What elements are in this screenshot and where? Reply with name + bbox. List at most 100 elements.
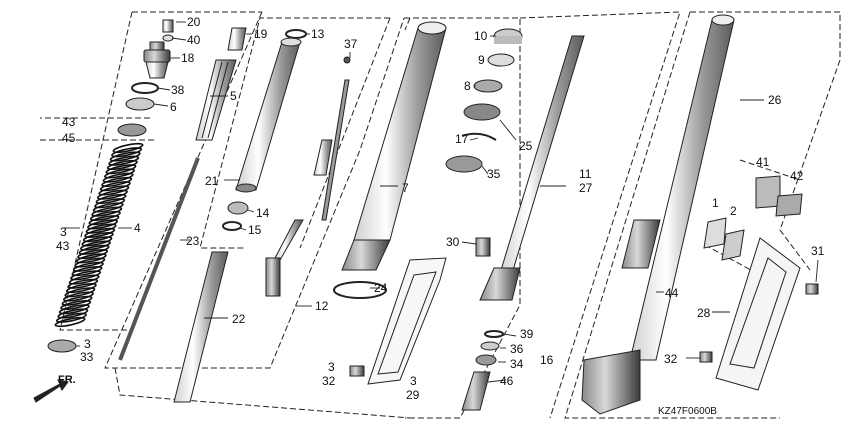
spring-coil xyxy=(79,240,111,251)
callout-31: 31 xyxy=(811,244,825,258)
spring-coil xyxy=(63,291,94,302)
front-marker: FR. xyxy=(58,374,76,386)
callout-30: 30 xyxy=(446,235,460,249)
callout-13: 13 xyxy=(311,27,325,41)
spring-coil xyxy=(61,295,93,306)
oil-seal-25 xyxy=(463,103,501,121)
spring-coil xyxy=(88,215,120,226)
callout-12: 12 xyxy=(315,299,329,313)
group-boundaries xyxy=(40,11,841,419)
diagram-code: KZ47F0600B xyxy=(658,406,717,417)
washer-9 xyxy=(487,53,515,67)
spring-coil xyxy=(84,227,116,238)
dust-seal-35 xyxy=(445,155,483,173)
callout-11: 11 xyxy=(579,167,592,181)
spring-coil xyxy=(67,278,99,289)
spring-coil xyxy=(102,172,134,183)
leader-lines xyxy=(64,21,819,383)
spring-coil xyxy=(101,176,133,188)
spring-coil xyxy=(60,299,92,311)
callout-20: 20 xyxy=(187,15,201,29)
spring-coil xyxy=(64,287,96,298)
bolt-32a xyxy=(349,365,365,377)
callout-10: 10 xyxy=(474,29,488,43)
spring-coil xyxy=(104,168,135,179)
spring-coil xyxy=(74,257,106,268)
washer-36 xyxy=(480,341,500,351)
callout-32b: 32 xyxy=(664,352,678,366)
spring-coil xyxy=(112,142,144,154)
spring-coil xyxy=(108,155,140,166)
callout-24: 24 xyxy=(374,281,388,295)
bolt-30 xyxy=(475,237,491,257)
spring-coil xyxy=(85,223,117,234)
callout-44: 44 xyxy=(665,286,679,300)
callout-32a: 32 xyxy=(322,374,336,388)
adjuster-46 xyxy=(461,371,491,411)
callout-34: 34 xyxy=(510,357,524,371)
front-arrow-icon xyxy=(33,379,69,403)
callout-14: 14 xyxy=(256,206,270,220)
spring-coil xyxy=(54,316,86,328)
spring-coil xyxy=(106,159,138,171)
spring-coil xyxy=(70,270,102,281)
callout-38: 38 xyxy=(171,83,185,97)
collar-45 xyxy=(117,123,147,137)
spacer-22 xyxy=(173,251,229,403)
callout-16: 16 xyxy=(540,353,554,367)
bolt-31 xyxy=(805,283,819,295)
spring-coil xyxy=(58,304,90,315)
callout-8: 8 xyxy=(464,79,471,93)
spring-coil xyxy=(94,198,126,209)
spring-coil xyxy=(77,249,109,260)
callout-45: 45 xyxy=(62,131,76,145)
spring-coil xyxy=(75,253,107,264)
clip-17 xyxy=(461,132,497,141)
o-ring-24 xyxy=(333,281,387,299)
washer-34 xyxy=(475,354,497,366)
nut-19 xyxy=(227,27,247,51)
guard-28 xyxy=(715,237,801,391)
spring-coil xyxy=(109,151,141,162)
ring-39 xyxy=(484,330,504,338)
spring-coil xyxy=(72,261,104,272)
callout-37: 37 xyxy=(344,37,358,51)
callout-28: 28 xyxy=(697,306,711,320)
callout-17: 17 xyxy=(455,132,469,146)
callout-7: 7 xyxy=(402,181,409,195)
callout-22: 22 xyxy=(232,312,246,326)
spring-coil xyxy=(98,185,130,196)
callout-41: 41 xyxy=(756,155,770,169)
callout-21: 21 xyxy=(205,174,219,188)
spring-coil xyxy=(92,202,124,213)
callout-6: 6 xyxy=(170,100,177,114)
callout-46: 46 xyxy=(500,374,514,388)
callout-43a: 43 xyxy=(62,115,76,129)
callout-5: 5 xyxy=(230,89,237,103)
spring-coil xyxy=(57,308,89,319)
bracket-2 xyxy=(721,229,745,261)
spring-coil xyxy=(68,274,100,285)
callout-15: 15 xyxy=(248,223,262,237)
callout-43b: 43 xyxy=(56,239,70,253)
spring-coil xyxy=(96,189,128,200)
callout-2: 2 xyxy=(730,204,737,218)
callout-1: 1 xyxy=(712,196,719,210)
callout-23: 23 xyxy=(186,234,200,248)
callout-3d: 3 xyxy=(410,374,417,388)
spring-coil xyxy=(91,206,123,217)
spring-coil xyxy=(81,236,113,247)
callout-25: 25 xyxy=(519,139,533,153)
spring-coil xyxy=(82,232,114,243)
callout-4: 4 xyxy=(134,221,141,235)
spring-coil xyxy=(89,210,121,221)
callout-18: 18 xyxy=(181,51,195,65)
callout-29: 29 xyxy=(406,388,420,402)
callout-42: 42 xyxy=(790,169,804,183)
spring-coil xyxy=(95,193,127,205)
spring-coil xyxy=(71,265,103,277)
rod-23 xyxy=(118,157,200,361)
damper-rod-12 xyxy=(321,79,350,221)
